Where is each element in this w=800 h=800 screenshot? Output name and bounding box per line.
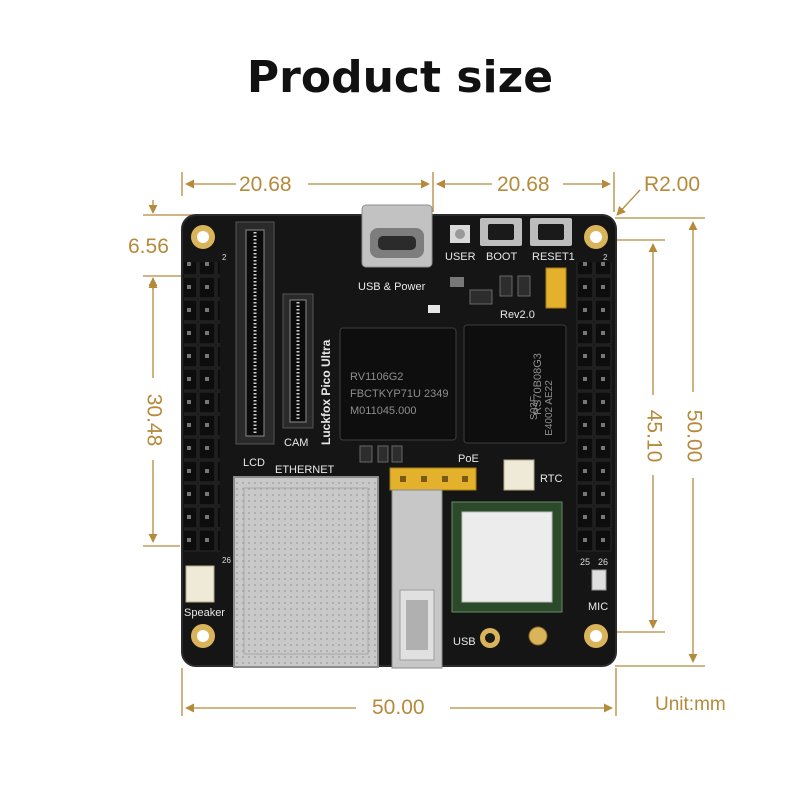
rtc-label: RTC [540,473,562,485]
chip2-line2: S03F [529,396,540,420]
dim-corner-radius: R2.00 [644,173,701,196]
poe-label: PoE [458,453,479,465]
chip2-line1: RS70B08G3 [532,353,544,415]
ethernet-label: ETHERNET [275,464,335,476]
ethernet-jack [233,476,379,668]
chip1-line3: M011045.000 [350,405,416,417]
rev-label: Rev2.0 [500,309,535,321]
unit-label: Unit:mm [655,694,726,715]
dim-left-height: 30.48 [142,394,165,447]
chip1-line1: RV1106G2 [350,371,403,383]
cam-label: CAM [284,437,308,449]
board-name: Luckfox Pico Ultra [319,339,333,445]
gpio-header-right [576,262,612,552]
dim-right-inner: 45.10 [642,410,665,463]
pin-25: 25 [580,557,590,567]
reset-label: RESET1 [532,251,575,263]
usb-a-jack [391,489,443,669]
lcd-connector [235,221,275,445]
dim-bottom-width: 50.00 [372,696,425,719]
usb-power-label: USB & Power [358,281,426,293]
chip1-line2: FBCTKYP71U 2349 [350,388,448,400]
pin-2-right: 2 [603,253,608,262]
mic-label: MIC [588,601,608,613]
flash-chip [463,324,567,444]
boot-button [480,218,522,246]
pin-26-right: 26 [598,557,608,567]
chip2-line3: E4002 AE22 [544,380,555,436]
usb-label: USB [453,636,476,648]
dim-hole-offset: 6.56 [128,235,169,258]
mounting-holes [191,225,608,648]
board: 2 26 2 25 26 LCD CAM Luckfox Pico Ultra … [181,204,617,669]
boot-label: BOOT [486,251,517,263]
dim-right-outer: 50.00 [682,410,705,463]
speaker-connector [185,565,215,603]
antenna-connector [528,626,548,646]
soc-chip [339,327,457,441]
speaker-label: Speaker [184,607,225,619]
usb-c-connector [361,204,433,268]
pin-26-left: 26 [222,556,231,565]
dim-top-left: 20.68 [239,173,292,196]
mic [591,569,607,591]
dim-top-right: 20.68 [497,173,550,196]
user-button [450,225,470,243]
rtc-connector [503,459,535,491]
page-title: Product size [246,52,554,103]
gpio-header-left [184,262,220,552]
cam-connector [282,293,314,429]
reset-button [530,218,572,246]
jumper-header [545,267,567,309]
pin-2-left: 2 [222,253,227,262]
user-label: USER [445,251,476,263]
lcd-label: LCD [243,457,265,469]
